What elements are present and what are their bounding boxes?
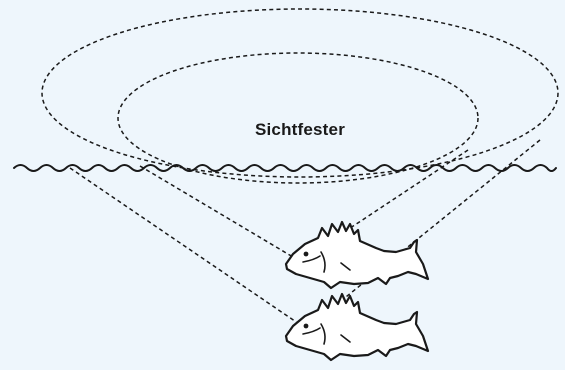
window-label: Sichtfester	[254, 120, 346, 139]
fish-icon-lower	[284, 292, 430, 362]
outer-window-ellipse	[41, 8, 559, 178]
outer-cone-right-line	[314, 139, 541, 323]
inner-cone-left-line	[139, 165, 299, 261]
water-surface-wave	[13, 164, 557, 172]
fish-icon-upper	[284, 220, 430, 290]
inner-cone-right-line	[304, 149, 469, 259]
inner-window-ellipse	[117, 52, 479, 184]
outer-cone-left-line	[69, 167, 306, 329]
